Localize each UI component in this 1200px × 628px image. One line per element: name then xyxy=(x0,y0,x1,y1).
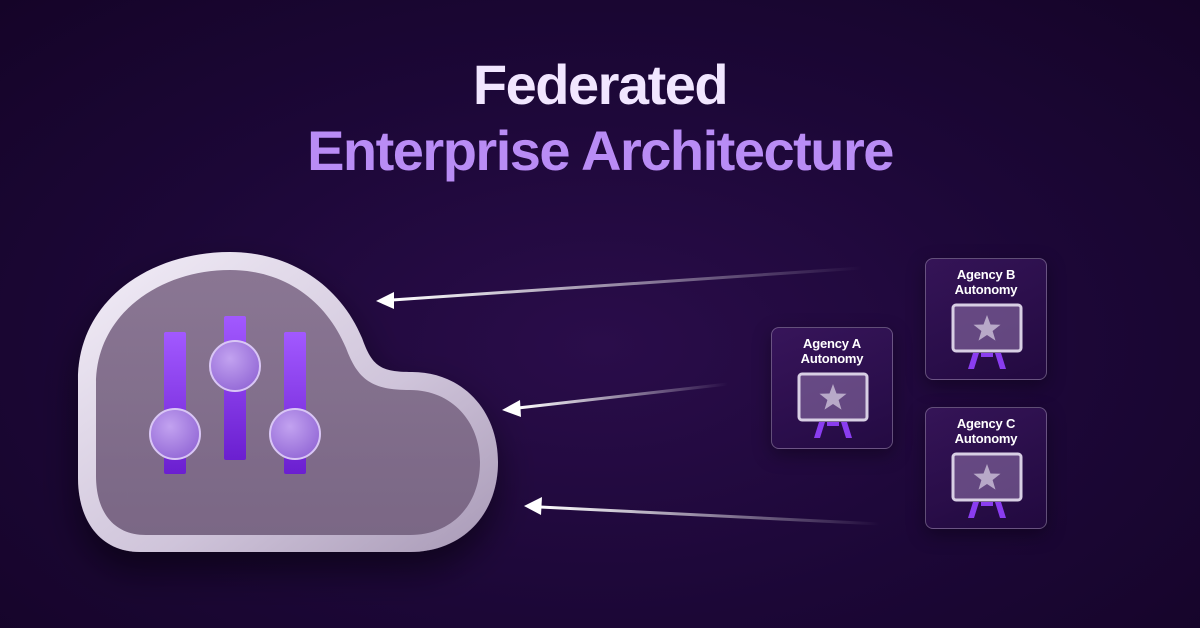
equalizer-sliders-icon xyxy=(149,316,321,474)
agency-card-b: Agency B Autonomy xyxy=(925,258,1047,380)
agency-card-a: Agency A Autonomy xyxy=(771,327,893,449)
agency-subtitle: Autonomy xyxy=(800,351,864,366)
connector-arrow-a xyxy=(502,382,730,417)
slider-knob-3 xyxy=(269,408,321,460)
agency-name: Agency C xyxy=(956,416,1016,431)
star-monitor-icon xyxy=(951,303,1023,369)
slider-knob-1 xyxy=(149,408,201,460)
arrowhead-icon xyxy=(376,292,394,309)
title-line-2: Enterprise Architecture xyxy=(307,119,894,182)
slider-knob-2 xyxy=(209,340,261,392)
arrowhead-icon xyxy=(524,497,542,515)
title-line-1: Federated xyxy=(472,53,729,116)
agency-name: Agency A xyxy=(803,336,861,351)
star-monitor-icon xyxy=(951,452,1023,518)
agency-label-b: Agency B Autonomy xyxy=(926,267,1046,297)
agency-subtitle: Autonomy xyxy=(954,431,1018,446)
agency-label-a: Agency A Autonomy xyxy=(772,336,892,366)
page-title: Federated Enterprise Architecture xyxy=(0,52,1200,184)
agency-label-c: Agency C Autonomy xyxy=(926,416,1046,446)
agency-card-c: Agency C Autonomy xyxy=(925,407,1047,529)
star-monitor-icon xyxy=(797,372,869,438)
arrowhead-icon xyxy=(502,400,521,417)
connector-arrow-c xyxy=(524,497,882,526)
agency-subtitle: Autonomy xyxy=(954,282,1018,297)
agency-name: Agency B xyxy=(956,267,1016,282)
connector-arrow-b xyxy=(376,266,864,309)
